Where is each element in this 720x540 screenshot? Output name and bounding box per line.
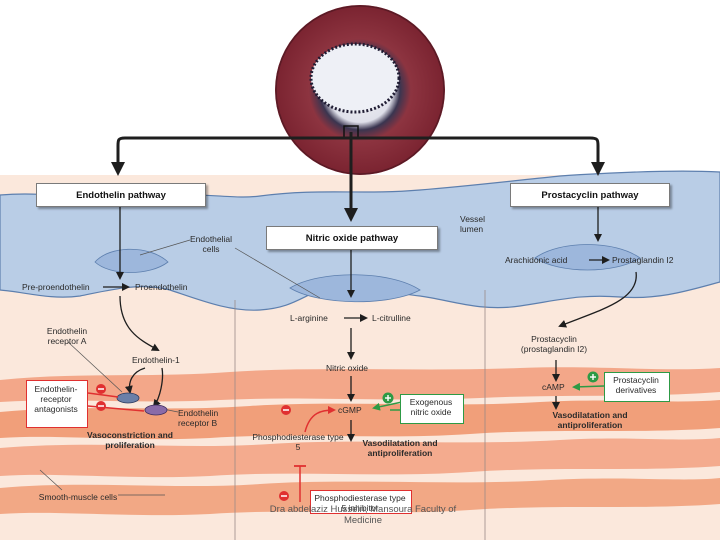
smooth-muscle-band — [0, 438, 720, 478]
endothelin-1-label: Endothelin-1 — [132, 355, 180, 365]
l-arginine-label: L-arginine — [290, 313, 328, 323]
endothelin-pathway-box: Endothelin pathway — [36, 183, 206, 207]
endothelin-receptor-b-label: Endothelin receptor B — [178, 408, 219, 428]
arrow-derivatives — [572, 382, 605, 391]
arrow-et1-to-ra — [124, 367, 146, 394]
prostacyclin-label: Prostacyclin (prostaglandin I2) — [520, 334, 588, 354]
endothelin-receptor-a-label: Endothelin receptor A — [46, 326, 88, 346]
pre-proendothelin-label: Pre-proendothelin — [22, 282, 90, 292]
arrow-pro-to-et1 — [119, 295, 160, 351]
nitric-oxide-pathway-box: Nitric oxide pathway — [266, 226, 438, 250]
arrow-to-endothelin — [111, 132, 353, 176]
prostaglandin-i2-label: Prostaglandin I2 — [612, 255, 674, 265]
endothelial-cell — [289, 274, 421, 303]
nitric-oxide-label: Nitric oxide — [326, 363, 369, 373]
arrow-pgi2-to-prostacyclin — [558, 271, 637, 328]
prostacyclin-derivatives-label: Prostacyclin derivatives — [613, 375, 659, 395]
leader-endothelial-1 — [139, 239, 191, 256]
arrow-to-prostacyclin — [351, 136, 605, 176]
camp-label: cAMP — [542, 382, 565, 392]
exogenous-nitric-oxide-label: Exogenous nitric oxide — [409, 397, 453, 417]
prostacyclin-pathway-box: Prostacyclin pathway — [510, 183, 670, 207]
vasoconstriction-label: Vasoconstriction and proliferation — [87, 430, 173, 450]
vessel-lumen-center — [309, 42, 401, 114]
arrow-exogenous — [372, 401, 403, 411]
antagonists-box — [26, 380, 88, 428]
pde5-label: Phosphodiesterase type 5 — [252, 432, 344, 452]
arrow-et1-to-rb — [152, 367, 164, 408]
leader-endothelial-2 — [234, 247, 321, 299]
leader-smooth-muscle — [39, 469, 63, 491]
prostacyclin-pathway-title: Prostacyclin pathway — [541, 189, 639, 201]
pde5-inhibitor-label: Phosphodiesterase type 5 inhibitor — [314, 493, 406, 513]
pde5-inhibitor-box — [310, 490, 412, 514]
endothelial-cell — [534, 244, 641, 271]
receptor-a-shape — [116, 392, 140, 404]
nitric-oxide-pathway-title: Nitric oxide pathway — [305, 232, 399, 244]
endothelin-pathway-title: Endothelin pathway — [76, 189, 166, 201]
receptor-b-shape — [144, 404, 168, 416]
arachidonic-acid-label: Arachidonic acid — [505, 255, 568, 265]
vasodilatation-no-label: Vasodilatation and antiproliferation — [362, 438, 438, 458]
exogenous-no-box — [400, 394, 464, 424]
cgmp-label: cGMP — [338, 405, 362, 415]
endothelial-cell — [94, 248, 169, 273]
arrow-pde5 — [304, 406, 336, 433]
footer-credit: Dra abdelaziz Hussein, Mansoura Faculty … — [269, 504, 457, 526]
endothelin-receptor-antagonists-label: Endothelin-receptor antagonists — [34, 384, 78, 414]
leader-receptor-a — [67, 341, 123, 393]
smooth-muscle-band — [0, 367, 720, 402]
l-citrulline-label: L-citrulline — [372, 313, 411, 323]
vessel-lumen-label: Vessel lumen — [460, 214, 486, 234]
proendothelin-label: Proendothelin — [135, 282, 188, 292]
prostacyclin-derivatives-box — [604, 372, 670, 402]
vasodilatation-pc-label: Vasodilatation and antiproliferation — [552, 410, 628, 430]
vessel-outline — [275, 5, 445, 175]
smooth-muscle-band — [0, 400, 720, 440]
smooth-muscle-cells-label: Smooth-muscle cells — [38, 492, 118, 502]
inhibit-line-a — [87, 392, 119, 398]
endothelial-cells-label: Endothelial cells — [189, 234, 233, 254]
